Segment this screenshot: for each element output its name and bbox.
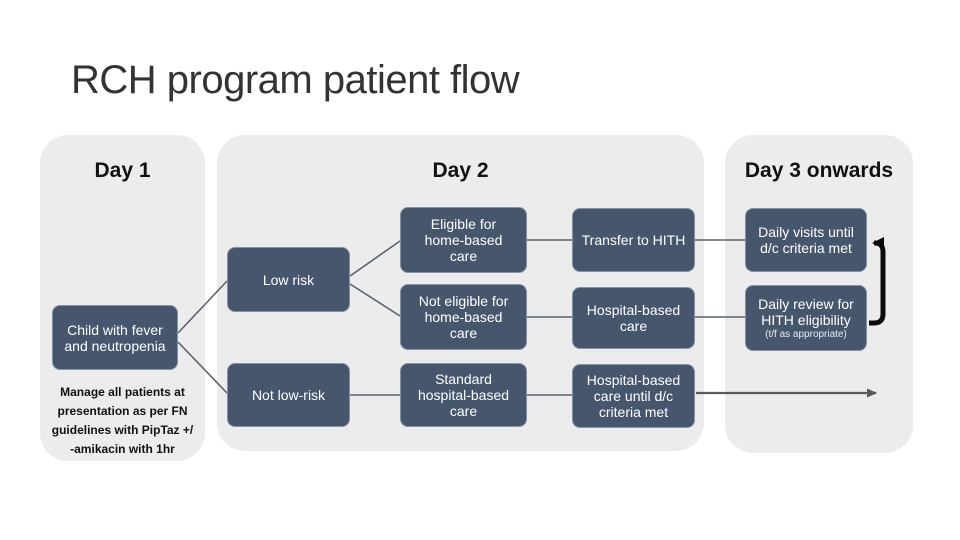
node-label: Standard hospital-based care <box>417 371 510 419</box>
column-header-day1: Day 1 <box>94 159 151 182</box>
page-title: RCH program patient flow <box>71 58 520 102</box>
column-header-day2: Day 2 <box>432 159 489 182</box>
management-note: Manage all patients at presentation as p… <box>51 385 194 456</box>
node-hospital-based-care: Hospital-based care <box>572 287 695 349</box>
node-label: Child with fever and neutropenia <box>64 321 166 354</box>
column-header-day3: Day 3 onwards <box>744 159 894 182</box>
node-label: Not low-risk <box>251 387 326 403</box>
node-label: Transfer to HITH <box>581 232 686 248</box>
node-label: Not eligible for home-based care <box>418 293 509 341</box>
node-label: Hospital-based care until d/c criteria m… <box>586 372 681 420</box>
node-daily-review-hith: Daily review for HITH eligibility (t/f a… <box>745 285 867 351</box>
node-hospital-care-until-discharge: Hospital-based care until d/c criteria m… <box>572 364 695 428</box>
node-daily-visits: Daily visits until d/c criteria met <box>745 208 867 272</box>
node-not-low-risk: Not low-risk <box>227 363 350 427</box>
node-low-risk: Low risk <box>227 247 350 312</box>
node-label: Daily visits until d/c criteria met <box>758 224 854 256</box>
node-eligible-home-care: Eligible for home-based care <box>400 207 527 273</box>
node-label: Eligible for home-based care <box>424 216 503 264</box>
node-not-eligible-home-care: Not eligible for home-based care <box>400 284 527 350</box>
node-standard-hospital-care: Standard hospital-based care <box>400 363 527 427</box>
node-label: Hospital-based care <box>586 302 681 334</box>
node-label: Low risk <box>262 271 315 288</box>
node-sublabel: (t/f as appropriate) <box>765 328 847 340</box>
node-child-fever-neutropenia: Child with fever and neutropenia <box>52 305 178 370</box>
node-transfer-to-hith: Transfer to HITH <box>572 208 695 272</box>
node-label: Daily review for HITH eligibility <box>758 295 854 328</box>
